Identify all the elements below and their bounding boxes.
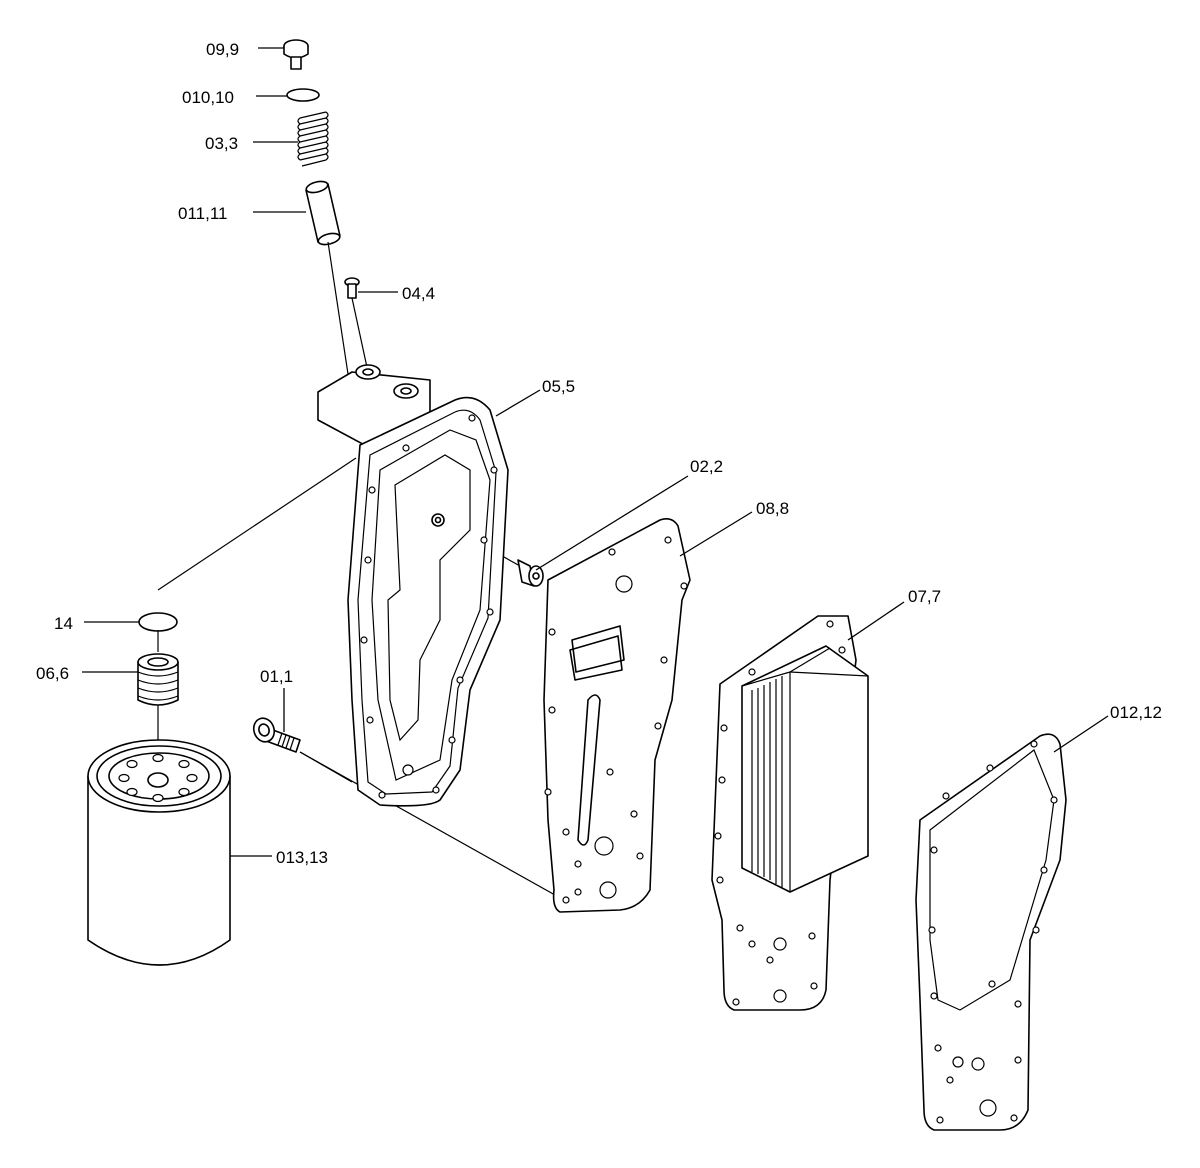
part-plug[interactable] bbox=[283, 39, 309, 70]
callout-01[interactable]: 01,1 bbox=[260, 667, 293, 686]
callout-09[interactable]: 09,9 bbox=[206, 40, 239, 59]
callout-06[interactable]: 06,6 bbox=[36, 664, 69, 683]
callout-02[interactable]: 02,2 bbox=[690, 457, 723, 476]
callout-011[interactable]: 011,11 bbox=[178, 204, 227, 223]
part-o-ring[interactable] bbox=[138, 612, 178, 632]
callout-07[interactable]: 07,7 bbox=[908, 587, 941, 606]
part-plug-fitting[interactable] bbox=[517, 559, 544, 587]
part-gasket[interactable] bbox=[543, 518, 691, 913]
callout-03[interactable]: 03,3 bbox=[205, 134, 238, 153]
callout-labels: 09,9 010,10 03,3 011,11 04,4 05,5 02,2 0… bbox=[36, 40, 1162, 867]
part-piston[interactable] bbox=[305, 179, 341, 246]
part-bolt[interactable] bbox=[250, 715, 301, 753]
callout-14[interactable]: 14 bbox=[54, 614, 73, 633]
callout-04[interactable]: 04,4 bbox=[402, 284, 435, 303]
part-oil-filter[interactable] bbox=[87, 739, 231, 966]
callout-012[interactable]: 012,12 bbox=[1110, 703, 1162, 722]
callout-010[interactable]: 010,10 bbox=[182, 88, 234, 107]
part-spring[interactable] bbox=[297, 111, 329, 167]
part-nipple-adapter[interactable] bbox=[137, 653, 179, 706]
callout-013[interactable]: 013,13 bbox=[276, 848, 328, 867]
callout-leaders bbox=[82, 47, 1109, 857]
part-gasket-large[interactable] bbox=[915, 733, 1067, 1131]
part-oil-cooler-core[interactable] bbox=[711, 615, 869, 1011]
callout-08[interactable]: 08,8 bbox=[756, 499, 789, 518]
part-oil-cooler-housing[interactable] bbox=[317, 364, 509, 807]
part-small-screw[interactable] bbox=[344, 277, 360, 299]
callout-05[interactable]: 05,5 bbox=[542, 377, 575, 396]
part-o-ring-small[interactable] bbox=[286, 88, 320, 102]
